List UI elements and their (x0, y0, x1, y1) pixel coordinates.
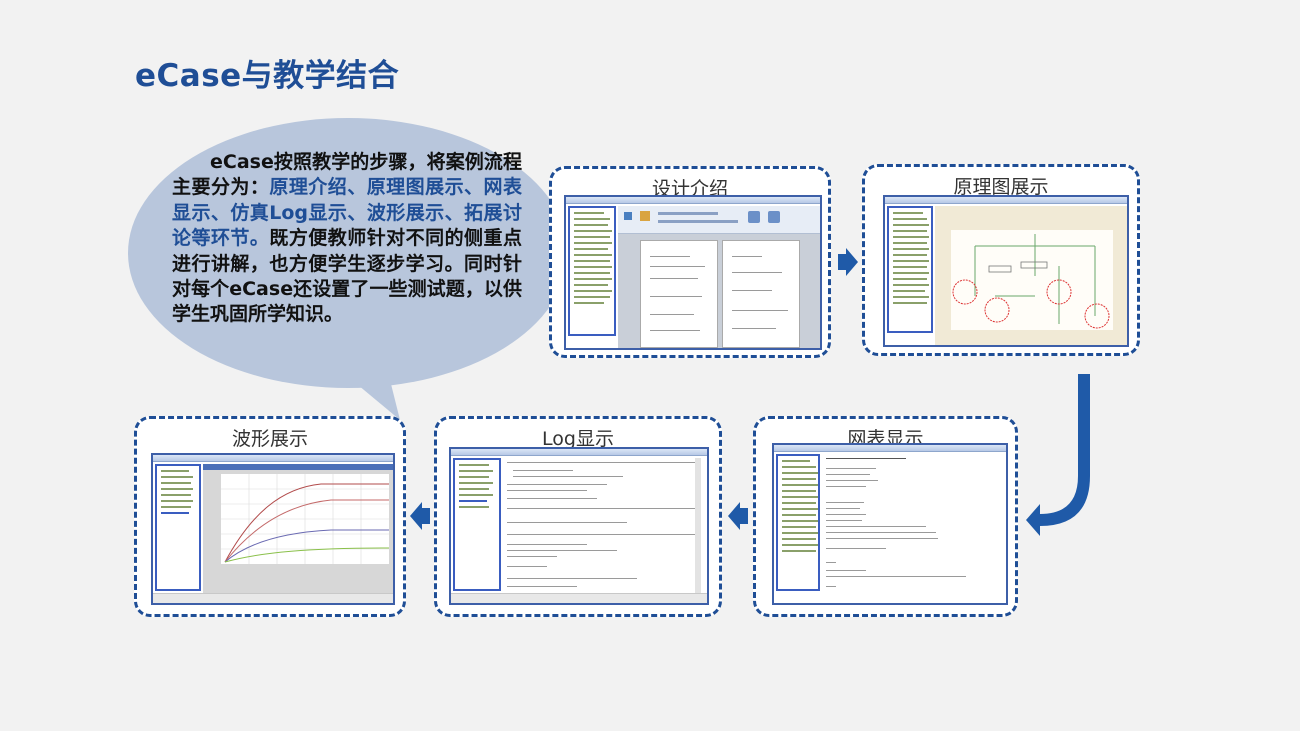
arrow-right-icon (838, 248, 858, 276)
waveform-viewer (203, 464, 393, 594)
panel-label-design: 设计介绍 (651, 178, 728, 200)
schematic-canvas (935, 206, 1127, 345)
log-screenshot (449, 447, 709, 605)
arrow-curve-down-icon (1026, 374, 1090, 536)
case-tree (568, 206, 616, 336)
bubble-text-highlight: 原理介绍、原理图展示、网表显示、仿真Log显示、波形展示、拓展讨论等环节。 (172, 176, 522, 250)
panel-label-schematic: 原理图展示 (953, 176, 1049, 198)
arrow-left-icon (728, 502, 748, 530)
netlist-text (822, 454, 1006, 603)
bubble-text-rest: 既方便教师针对不同的侧重点进行讲解，也方便学生逐步学习。同时针对每个eCase还… (172, 227, 522, 326)
panel-netlist[interactable]: 网表显示 (753, 416, 1018, 617)
case-tree (155, 464, 201, 591)
slide-title: eCase与教学结合 (135, 58, 400, 94)
speech-bubble (128, 118, 568, 388)
bubble-text: eCase按照教学的步骤，将案例流程主要分为：原理介绍、原理图展示、网表显示、仿… (172, 150, 522, 328)
waveform-screenshot (151, 453, 395, 605)
panel-design-intro[interactable]: 设计介绍 (549, 166, 831, 358)
panel-label-log: Log显示 (542, 428, 614, 450)
case-tree (453, 458, 501, 591)
panel-waveform[interactable]: 波形展示 (134, 416, 406, 617)
netlist-screenshot (772, 443, 1008, 605)
panel-schematic[interactable]: 原理图展示 (862, 164, 1140, 356)
design-screenshot (564, 195, 822, 350)
log-text (503, 458, 703, 594)
case-tree (887, 206, 933, 333)
arrow-left-icon (410, 502, 430, 530)
document-viewer (618, 206, 820, 348)
schematic-screenshot (883, 195, 1129, 347)
panel-log[interactable]: Log显示 (434, 416, 722, 617)
case-tree (776, 454, 820, 591)
panel-label-waveform: 波形展示 (231, 428, 308, 450)
bubble-text-intro: eCase按照教学的步骤，将案例流程主要分为： (172, 151, 522, 199)
